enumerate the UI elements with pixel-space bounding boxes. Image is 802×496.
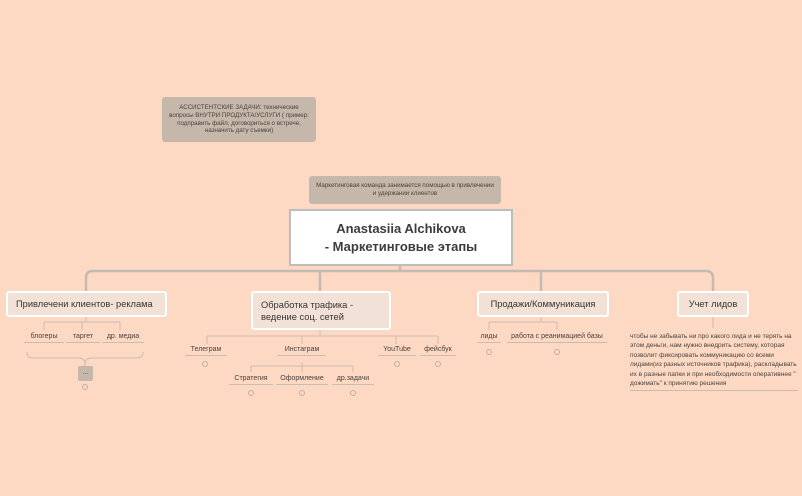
branch-leads-label: Учет лидов — [688, 299, 738, 309]
leaf-strategy[interactable]: Стратегия — [229, 375, 273, 385]
root-title-line2: - Маркетинговые этапы — [324, 238, 478, 254]
leaf-other-tasks[interactable]: др.задачи — [332, 375, 374, 385]
leaf-other-media-label: др. медиа — [106, 333, 140, 340]
leaf-reanimation-label: работа с реанимацией базы — [511, 333, 603, 340]
leaf-reanimation[interactable]: работа с реанимацией базы — [507, 333, 607, 343]
leaf-bloggers-label: блогеры — [30, 333, 58, 340]
expand-telegram-icon[interactable] — [202, 361, 208, 367]
expand-other-tasks-icon[interactable] — [350, 390, 356, 396]
leaf-instagram-label: Инстаграм — [284, 346, 320, 353]
branch-sales[interactable]: Продажи/Коммуникация — [477, 291, 609, 317]
leaf-target-label: таргет — [72, 333, 94, 340]
leaf-other-media[interactable]: др. медиа — [102, 333, 144, 343]
branch-sales-label: Продажи/Коммуникация — [490, 299, 596, 309]
expand-design-icon[interactable] — [299, 390, 305, 396]
branch-traffic-label-line2: ведение соц. сетей — [261, 311, 344, 322]
collapsed-node[interactable]: ... — [78, 366, 93, 381]
assistant-tasks-text: АССИСТЕНТСКИЕ ЗАДАЧИ: технические вопрос… — [169, 104, 309, 135]
leaf-design-label: Оформление — [280, 375, 324, 382]
leads-description[interactable]: чтобы не забывать ни про какого лида и н… — [630, 332, 798, 392]
collapse-toggle-icon[interactable] — [82, 384, 88, 390]
leaf-facebook-label: фейсбук — [424, 346, 452, 353]
leaf-instagram[interactable]: Инстаграм — [278, 346, 326, 356]
leaf-facebook[interactable]: фейсбук — [420, 346, 456, 356]
leaf-leads-item-label: лиды — [480, 333, 498, 340]
branch-traffic[interactable]: Обработка трафика - ведение соц. сетей — [251, 291, 391, 330]
expand-facebook-icon[interactable] — [435, 361, 441, 367]
collapsed-node-label: ... — [82, 370, 88, 376]
leaf-youtube-label: YouTube — [383, 346, 411, 353]
marketing-team-text: Маркетинговая команда занимается помощью… — [316, 182, 494, 197]
leaf-strategy-label: Стратегия — [234, 375, 268, 382]
expand-strategy-icon[interactable] — [248, 390, 254, 396]
branch-traffic-label-line1: Обработка трафика - — [261, 299, 354, 310]
leaf-leads-item[interactable]: лиды — [477, 333, 501, 343]
leaf-telegram-label: Телеграм — [190, 346, 222, 353]
leaf-design[interactable]: Оформление — [276, 375, 328, 385]
leaf-bloggers[interactable]: блогеры — [24, 333, 64, 343]
branch-leads[interactable]: Учет лидов — [677, 291, 749, 317]
leaf-youtube[interactable]: YouTube — [378, 346, 416, 356]
branch-ads[interactable]: Привлечени клиентов- реклама — [6, 291, 167, 317]
expand-leads-item-icon[interactable] — [486, 349, 492, 355]
marketing-team-note: Маркетинговая команда занимается помощью… — [309, 176, 501, 204]
expand-reanimation-icon[interactable] — [554, 349, 560, 355]
assistant-tasks-note: АССИСТЕНТСКИЕ ЗАДАЧИ: технические вопрос… — [162, 97, 316, 142]
leaf-telegram[interactable]: Телеграм — [185, 346, 227, 356]
root-title-line1: Anastasiia Alchikova — [336, 220, 466, 236]
leaf-other-tasks-label: др.задачи — [336, 375, 370, 382]
root-node[interactable]: Anastasiia Alchikova - Маркетинговые эта… — [289, 209, 513, 266]
expand-youtube-icon[interactable] — [394, 361, 400, 367]
leaf-target[interactable]: таргет — [66, 333, 100, 343]
leads-description-text: чтобы не забывать ни про какого лида и н… — [630, 333, 797, 388]
branch-ads-label: Привлечени клиентов- реклама — [16, 299, 153, 309]
